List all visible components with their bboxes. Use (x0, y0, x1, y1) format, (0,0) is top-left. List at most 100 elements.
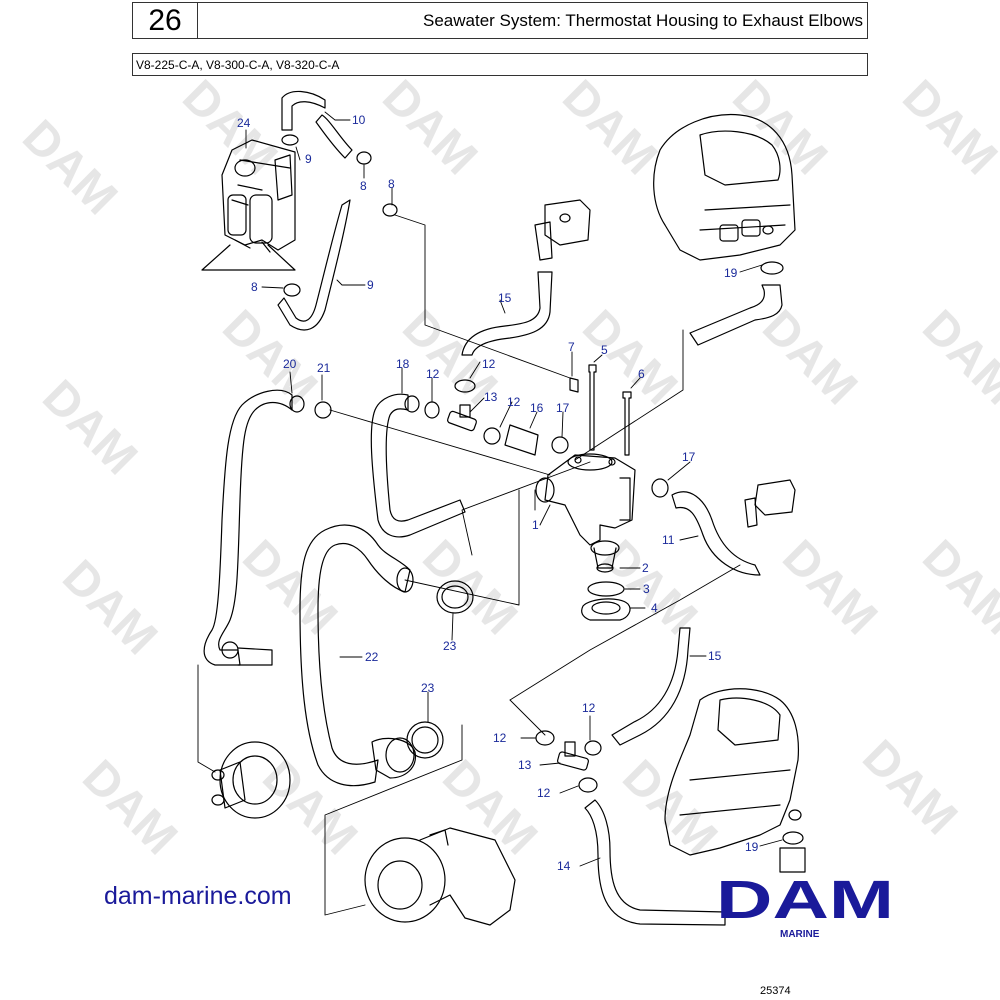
hose-20-end (221, 641, 239, 659)
clamp-12c (483, 427, 501, 445)
callout-4: 4 (651, 601, 658, 615)
callout-8: 8 (360, 179, 367, 193)
clamp-21 (314, 401, 332, 419)
callout-14: 14 (557, 859, 571, 873)
hose-15-upper (461, 271, 553, 356)
callout-5: 5 (601, 343, 608, 357)
hose-15-lower (611, 627, 691, 746)
callout-7: 7 (568, 340, 575, 354)
watermark: DAM (852, 730, 967, 845)
clamp-23b (406, 721, 444, 759)
clamp-19-upper (760, 261, 784, 275)
leader-lines (197, 111, 783, 916)
tee-fitting-13-lower (557, 741, 589, 771)
hose-exhaust-upper (689, 284, 783, 346)
watermark: DAM (72, 750, 187, 865)
exhaust-elbow-lower (664, 688, 802, 856)
watermark-layer: DAM DAM DAM DAM DAM DAM DAM DAM DAM DAM … (12, 70, 1000, 865)
clamp-9 (281, 134, 299, 146)
clamp-8b (382, 203, 398, 217)
callout-9: 9 (305, 152, 312, 166)
callout-23: 23 (421, 681, 435, 695)
hose-18 (370, 393, 466, 538)
callout-9: 9 (367, 278, 374, 292)
leader-24 (201, 244, 296, 271)
clamp-23a (436, 580, 474, 614)
clamp-12d (584, 740, 602, 756)
hose-20 (203, 389, 293, 666)
hose-20-stub (237, 647, 273, 666)
clamp-12e (535, 730, 555, 746)
clamp-12f (578, 777, 598, 793)
page-title: Seawater System: Thermostat Housing to E… (197, 2, 868, 39)
distribution-block-right (744, 479, 796, 528)
clamp-8 (356, 151, 372, 165)
reference-number: 25374 (760, 985, 791, 997)
callout-18: 18 (396, 357, 410, 371)
thermostat-housing-1 (535, 453, 636, 546)
hose-14 (584, 799, 726, 926)
watermark: DAM (912, 300, 1000, 415)
hose-22-end-mouth (385, 737, 415, 773)
callout-12: 12 (493, 731, 507, 745)
watermark: DAM (172, 70, 287, 185)
tee-fitting-13-upper (447, 404, 477, 432)
hose-9 (277, 199, 351, 331)
logo-subtext: MARINE (780, 929, 820, 940)
callout-20: 20 (283, 357, 297, 371)
callout-19: 19 (745, 840, 759, 854)
screw-7 (569, 377, 579, 393)
watermark: DAM (772, 530, 887, 645)
clamp-23a-inner (441, 585, 469, 609)
callout-21: 21 (317, 361, 331, 375)
dam-logo: DAM (716, 870, 894, 930)
seawater-pump (211, 741, 291, 819)
hose-22 (299, 524, 411, 787)
watermark: DAM (372, 70, 487, 185)
hose-10a (281, 90, 326, 131)
watermark: DAM (552, 70, 667, 185)
callout-10: 10 (352, 113, 366, 127)
callout-8: 8 (388, 177, 395, 191)
clamp-8c (283, 283, 301, 297)
callout-13: 13 (484, 390, 498, 404)
watermark: DAM (612, 750, 727, 865)
clamp-12a (424, 401, 440, 419)
watermark: DAM (232, 530, 347, 645)
website-link[interactable]: dam-marine.com (104, 882, 292, 910)
hose-exhaust-lower (779, 847, 806, 873)
hose-10b (315, 114, 353, 159)
hose-16 (504, 424, 539, 456)
circulation-pump (364, 827, 516, 926)
callout-19: 19 (724, 266, 738, 280)
bolt-5 (588, 364, 597, 451)
bolt-6 (622, 391, 632, 456)
page-number: 26 (132, 2, 198, 39)
callout-1: 1 (532, 518, 539, 532)
hose-22-mouth (396, 567, 414, 593)
hose-11 (671, 491, 761, 576)
clamp-19-lower (782, 831, 804, 845)
callout-2: 2 (642, 561, 649, 575)
callout-23: 23 (443, 639, 457, 653)
distribution-block-top (534, 199, 591, 261)
clamp-12b (454, 379, 476, 393)
callout-6: 6 (638, 367, 645, 381)
hose-22-end (371, 737, 417, 779)
watermark: DAM (912, 530, 1000, 645)
watermark: DAM (252, 750, 367, 865)
callout-12: 12 (426, 367, 440, 381)
callout-11: 11 (662, 533, 675, 547)
clamp-23b-inner (411, 726, 439, 754)
exhaust-elbow-upper (653, 113, 796, 261)
clamp-17b (651, 478, 669, 498)
model-list: V8-225-C-A, V8-300-C-A, V8-320-C-A (132, 53, 868, 76)
seal-3 (587, 581, 625, 597)
pump-assembly-24 (221, 139, 296, 253)
callout-3: 3 (643, 582, 650, 596)
callout-24: 24 (237, 116, 251, 130)
callout-16: 16 (530, 401, 544, 415)
callout-15: 15 (498, 291, 512, 305)
callout-15: 15 (708, 649, 722, 663)
